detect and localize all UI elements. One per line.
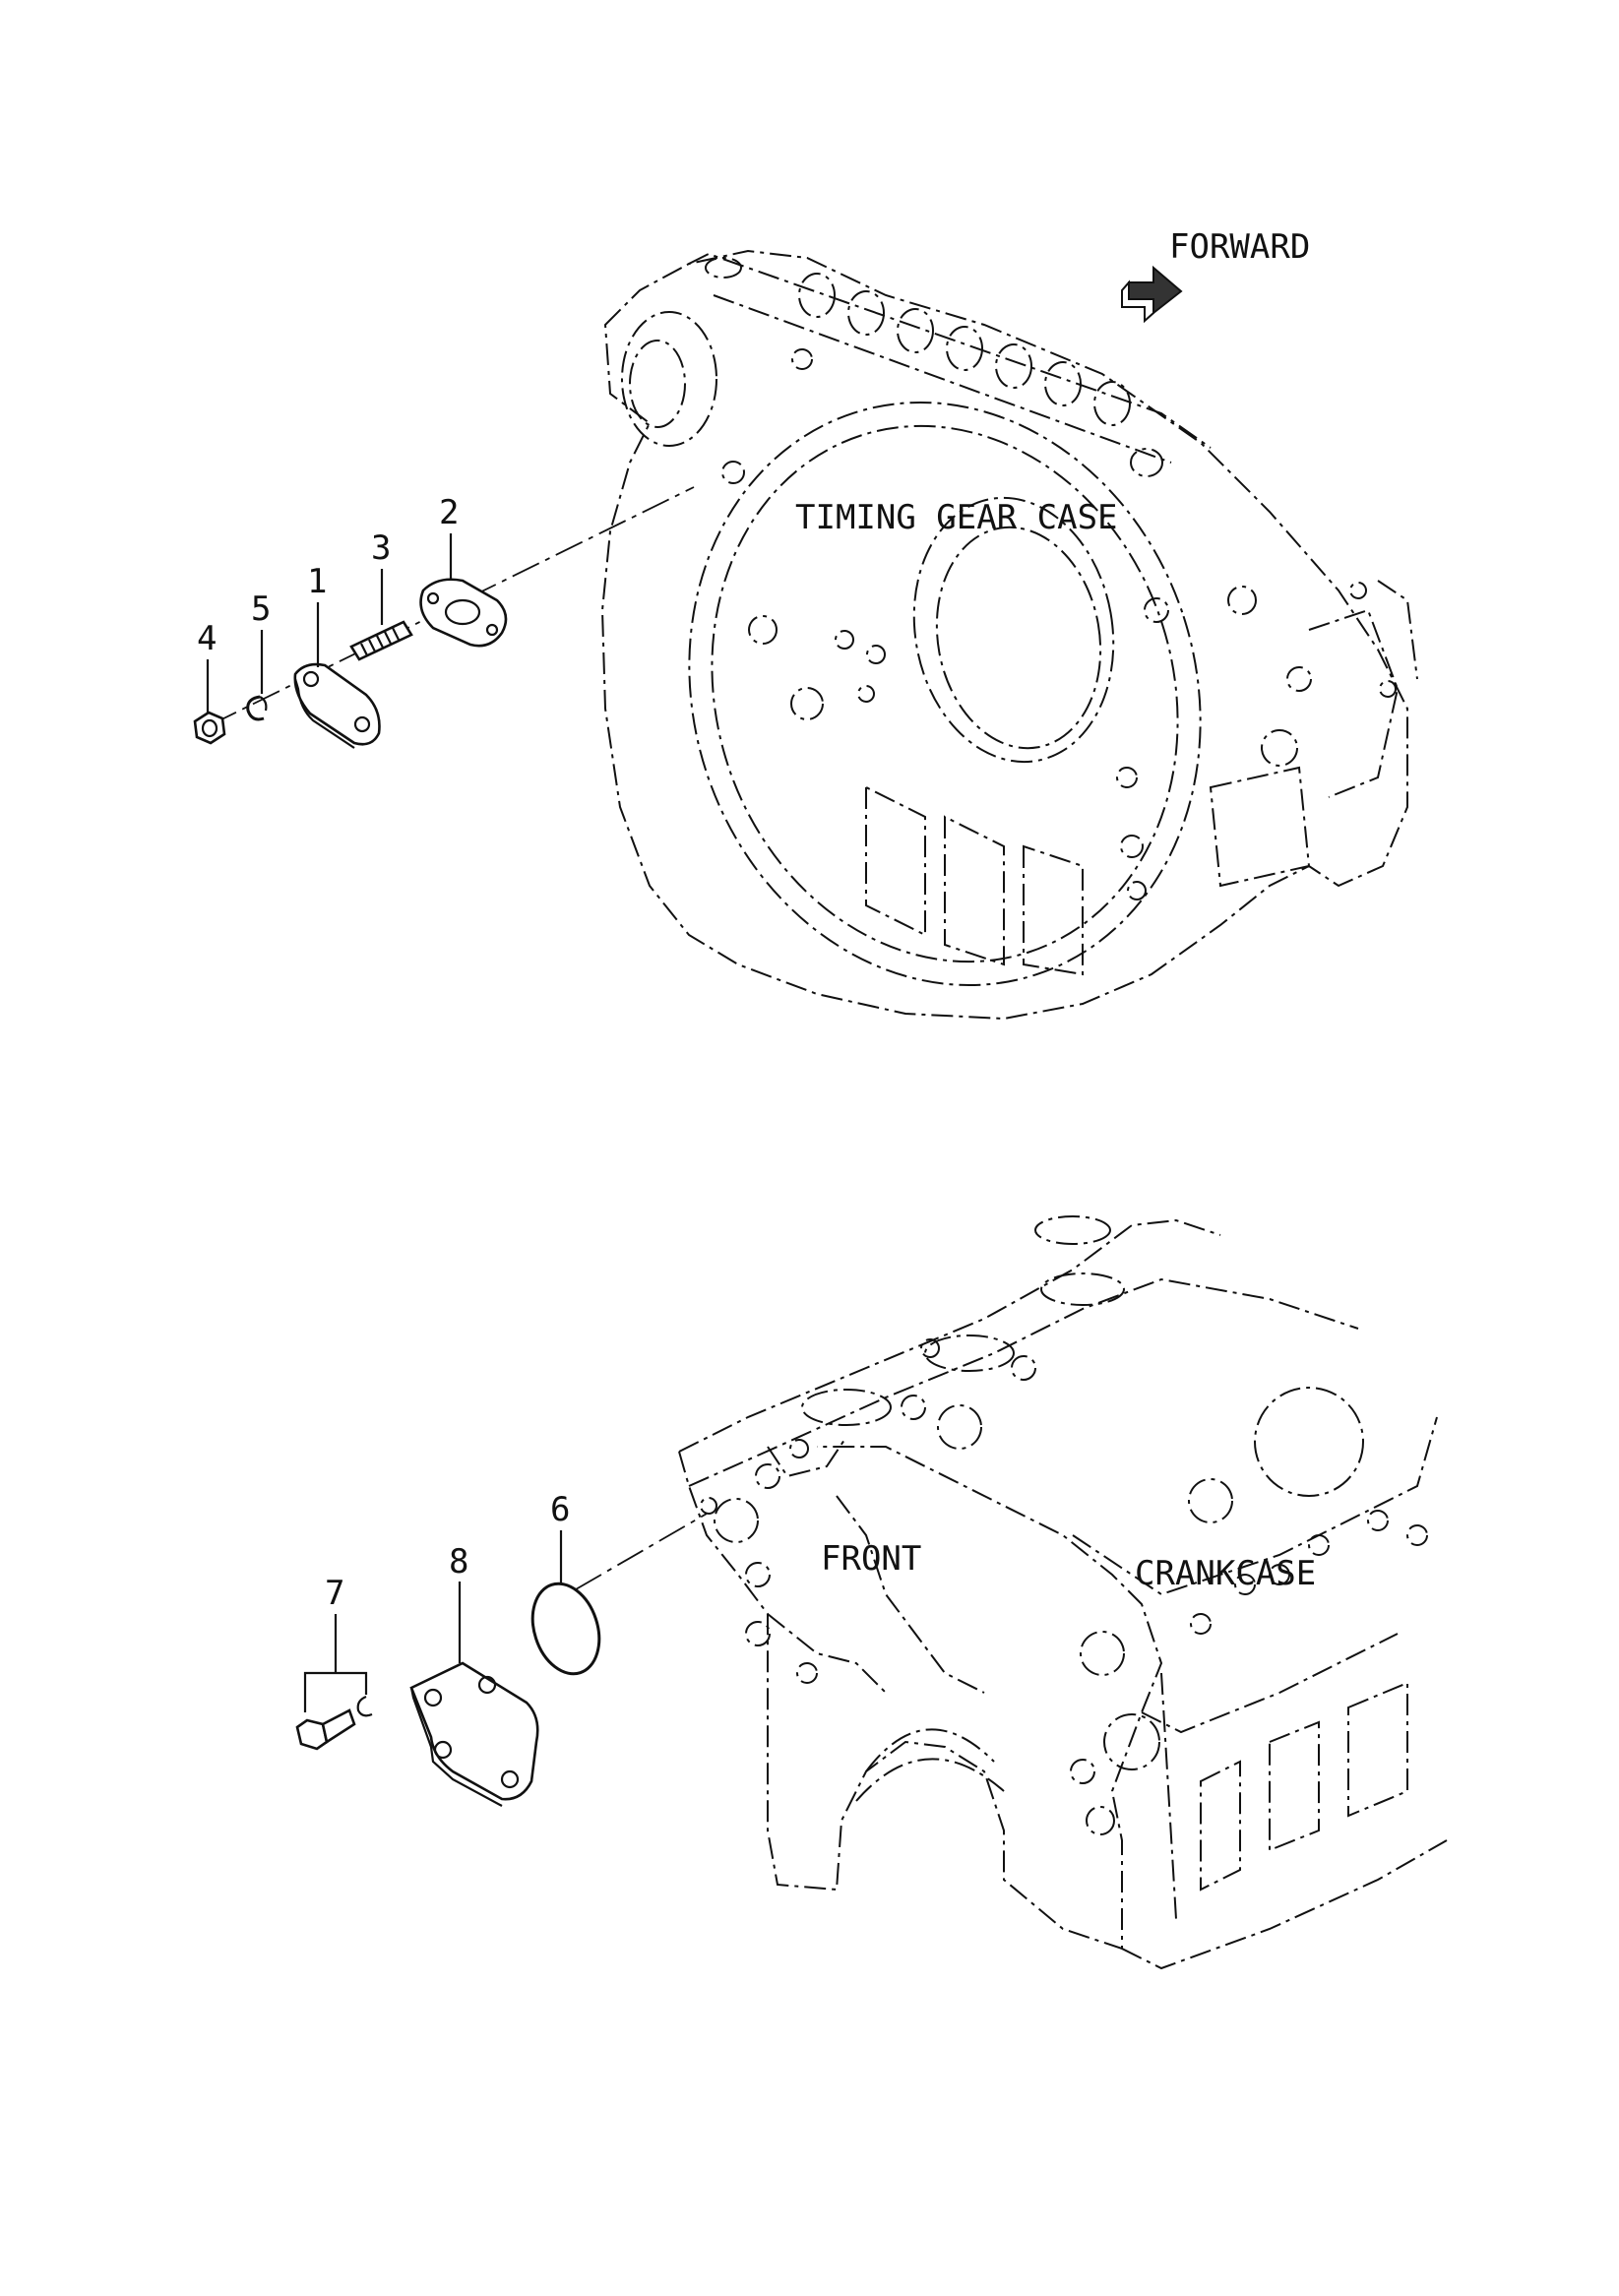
crankcase-drawing	[678, 1215, 1448, 1970]
part-7-bolt	[295, 1695, 373, 1751]
part-5-washer	[246, 695, 268, 721]
callout-2: 2	[439, 493, 459, 532]
callout-1: 1	[307, 562, 327, 601]
callout-4: 4	[197, 619, 217, 658]
part-6-o-ring	[530, 1582, 601, 1676]
part-1-cover-plate	[293, 662, 381, 749]
callout-6: 6	[550, 1490, 570, 1529]
timing-gear-case-label: TIMING GEAR CASE	[795, 498, 1118, 537]
forward-arrow-icon	[1121, 265, 1183, 324]
timing-gear-case-drawing	[600, 249, 1418, 1021]
upper-leaders	[206, 533, 453, 714]
lower-centerline	[575, 1513, 708, 1590]
forward-indicator: FORWARD	[1121, 227, 1310, 324]
part-2-gasket	[419, 578, 508, 648]
front-label: FRONT	[821, 1539, 921, 1579]
part-8-cover	[409, 1661, 539, 1807]
part-3-stud	[349, 620, 413, 661]
callout-7: 7	[325, 1574, 344, 1613]
callout-5: 5	[251, 590, 271, 629]
callout-3: 3	[371, 528, 391, 568]
callout-8: 8	[449, 1542, 468, 1582]
crankcase-label: CRANKCASE	[1135, 1554, 1316, 1593]
part-4-nut	[193, 711, 226, 745]
forward-label: FORWARD	[1169, 227, 1310, 267]
